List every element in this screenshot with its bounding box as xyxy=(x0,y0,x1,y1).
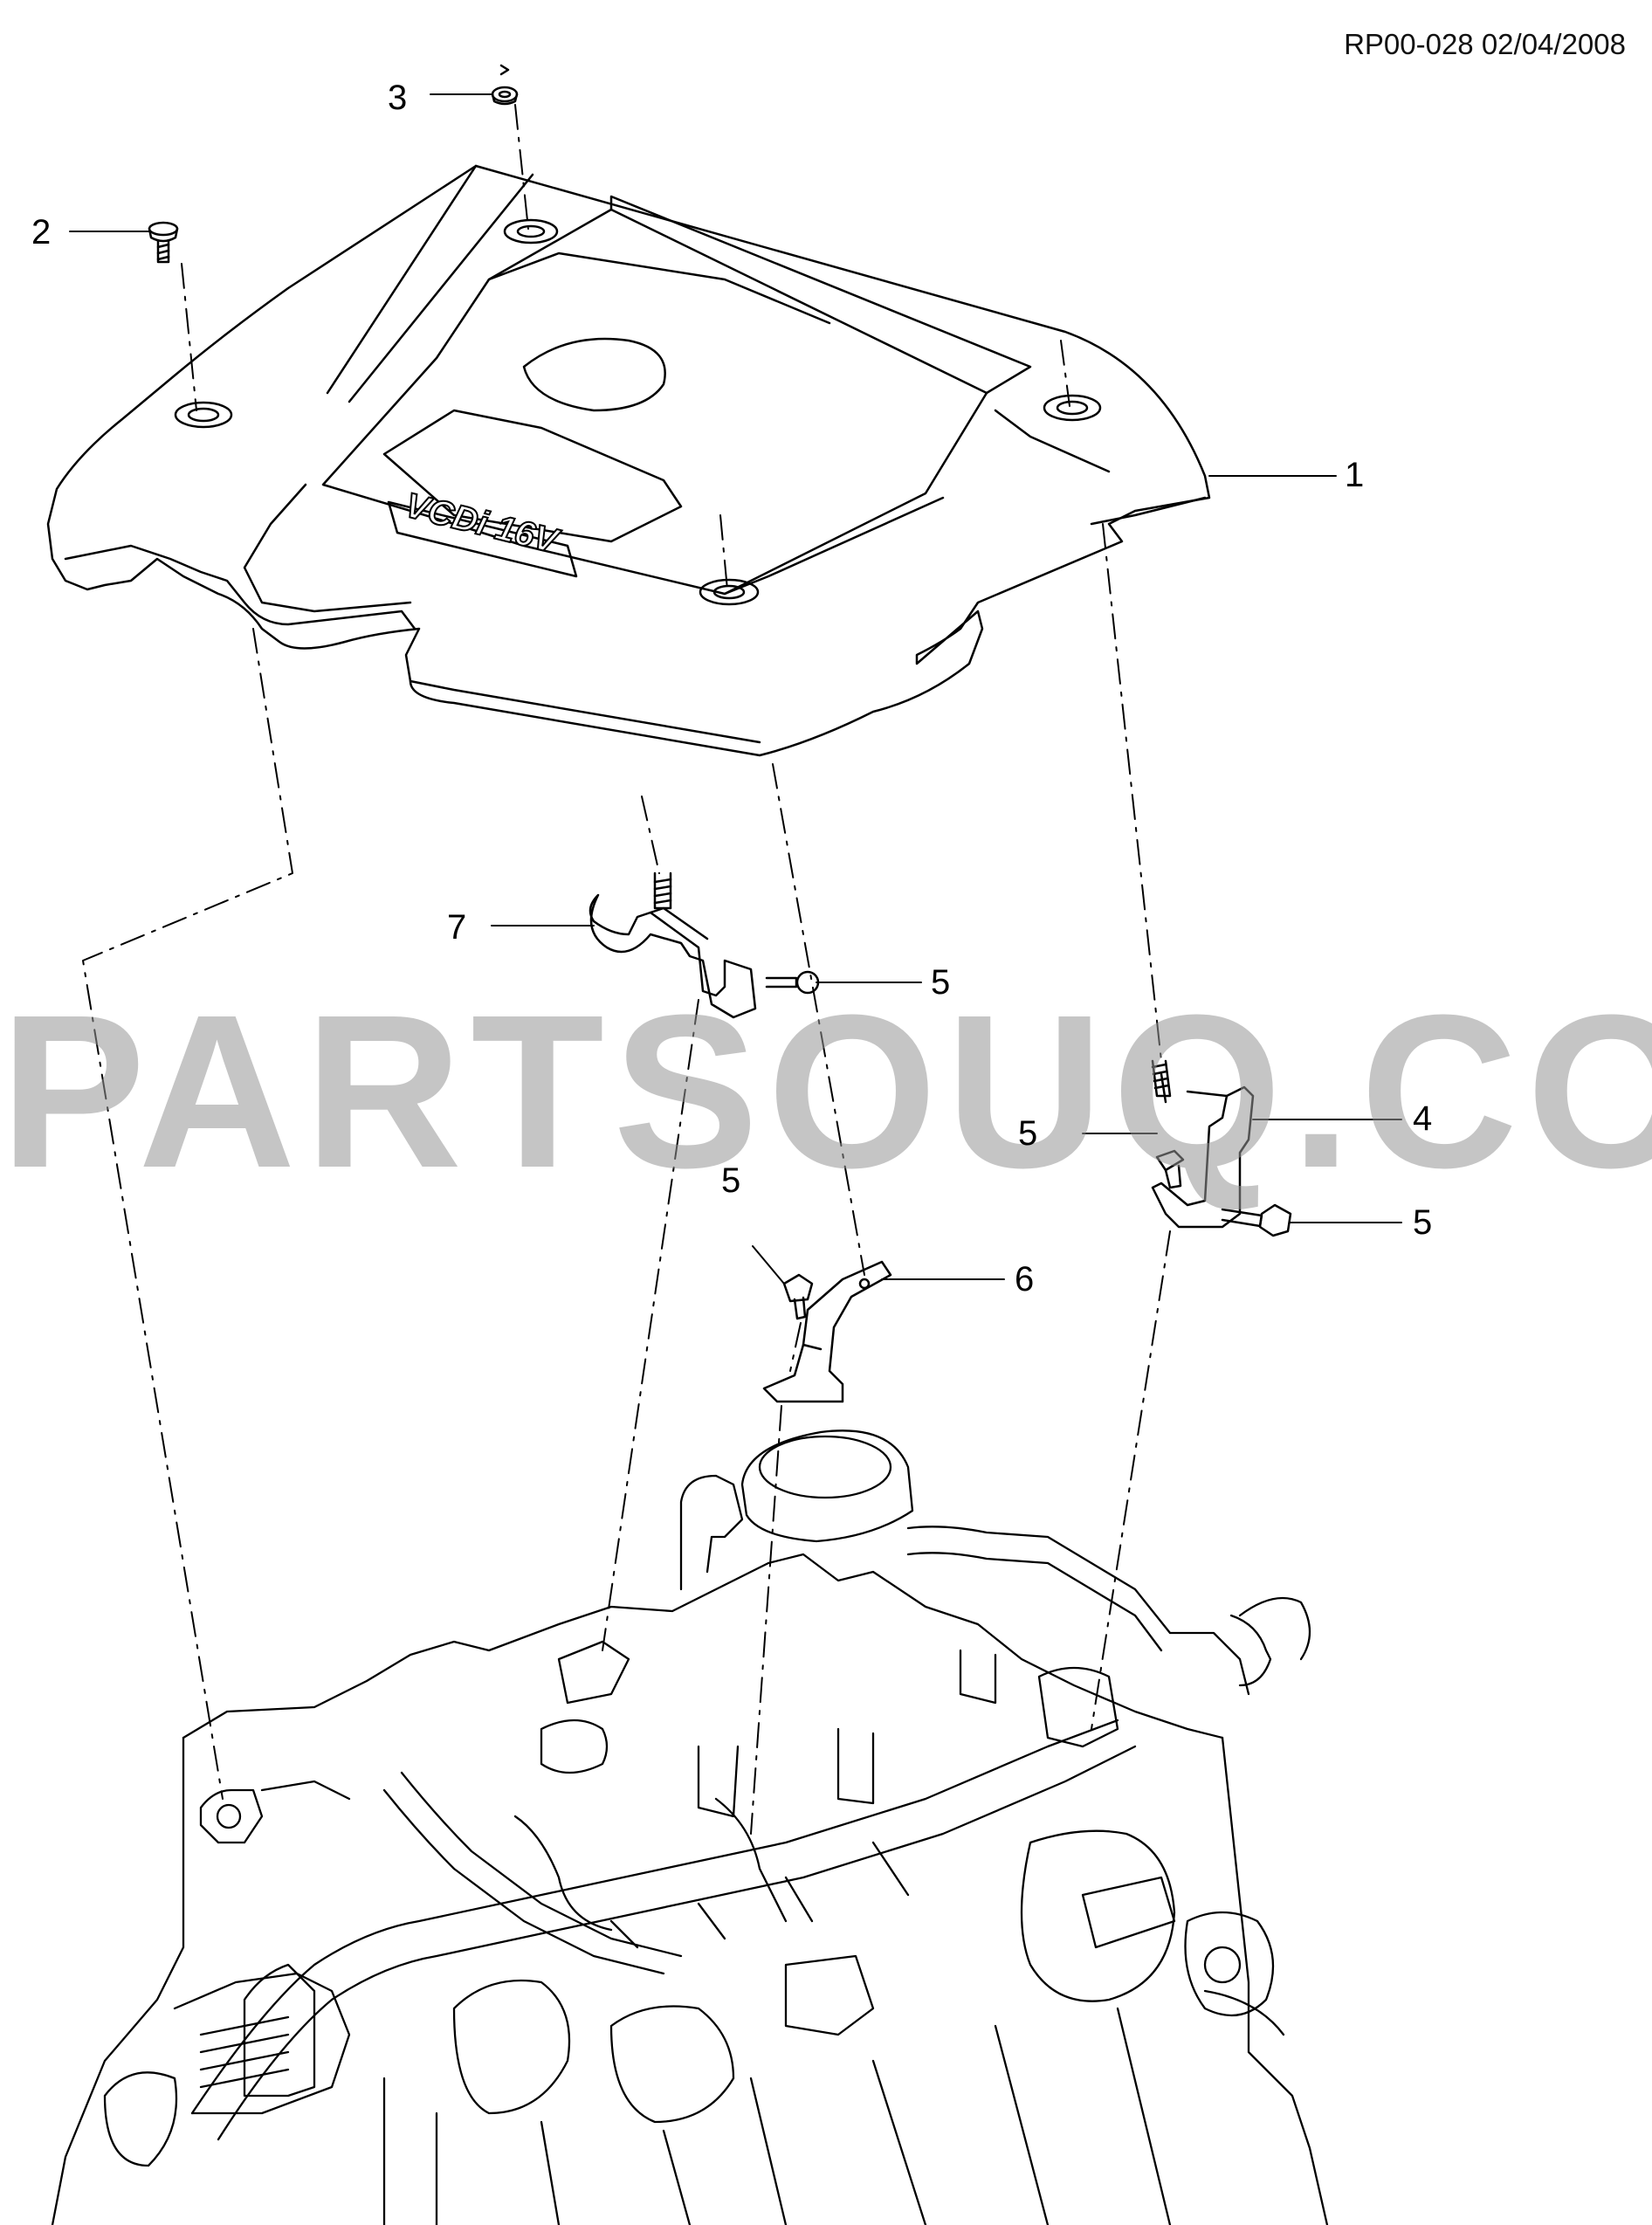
cover-logo-text: VCDi 16V xyxy=(402,486,564,562)
callout-5-bracket6[interactable]: 5 xyxy=(721,1161,741,1200)
screw-2 xyxy=(148,221,179,264)
callout-6[interactable]: 6 xyxy=(1015,1260,1035,1298)
callout-4[interactable]: 4 xyxy=(1413,1099,1433,1138)
engine-assembly xyxy=(51,1429,1329,2225)
callout-3[interactable]: 3 xyxy=(388,79,408,117)
nut-3 xyxy=(491,64,519,106)
callout-5-bracket4-left[interactable]: 5 xyxy=(1018,1114,1038,1153)
alignment-lines xyxy=(82,104,1171,1835)
watermark-text: PARTSOUQ.COM xyxy=(0,969,1652,1213)
engine-cover xyxy=(46,164,1211,757)
callout-1[interactable]: 1 xyxy=(1345,456,1365,494)
bracket-4 xyxy=(1151,1059,1255,1229)
bolt-5-right xyxy=(1221,1203,1292,1237)
callout-5-bracket7[interactable]: 5 xyxy=(931,963,951,1002)
bolt-5-lower xyxy=(782,1273,814,1320)
callout-7[interactable]: 7 xyxy=(447,908,467,947)
cover-logo-group: VCDi 16V xyxy=(401,486,565,563)
callout-2[interactable]: 2 xyxy=(31,213,52,251)
document-id: RP00-028 02/04/2008 xyxy=(1344,28,1626,60)
bolt-5-mid xyxy=(1155,1149,1185,1189)
callout-5-bracket4-right[interactable]: 5 xyxy=(1413,1203,1433,1242)
bracket-7 xyxy=(589,871,757,1019)
leader-lines xyxy=(69,93,1402,1285)
